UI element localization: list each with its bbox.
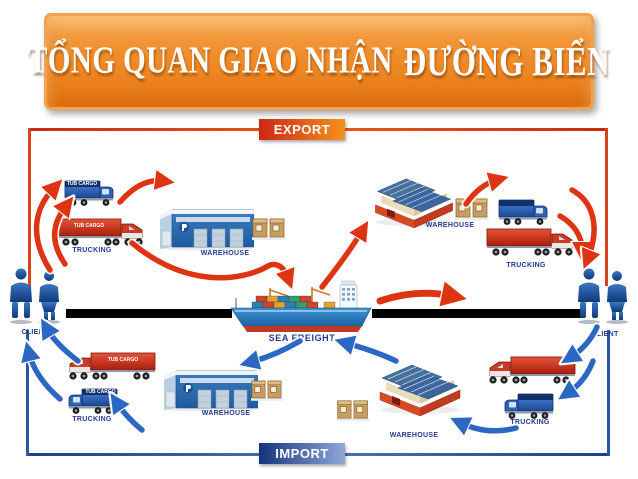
warehouse-bottom-right-icon: [379, 364, 461, 416]
box-truck-bottom-right-icon: [504, 393, 554, 419]
cargo-ship-icon: [230, 280, 372, 332]
truck-brand-text: TUB CARGO: [85, 389, 116, 395]
semi-truck-bottom-right-icon: [489, 356, 576, 384]
truck-brand-text: TUB CARGO: [66, 181, 98, 187]
semi-truck-top-left-icon: [56, 218, 143, 246]
arrow-ship-to-warehouse-bl: [251, 338, 303, 362]
client-right-icon: [578, 268, 628, 324]
sea-freight-label: SEA FREIGHT: [268, 333, 336, 343]
sea-line-right: [372, 309, 583, 318]
cargo-crates-bottom-left-icon: [251, 380, 283, 401]
truck-brand-text: TUB CARGO: [107, 357, 139, 363]
export-frame-left: [28, 128, 31, 286]
warehouse-top-right-icon: [375, 178, 453, 228]
trucking-bottom-left-label: TRUCKING: [72, 416, 112, 423]
cargo-crates-bottom-right-icon: [336, 400, 370, 422]
arrow-warehouse-to-ship-head: [267, 261, 288, 278]
trucking-top-left-label: TRUCKING: [72, 247, 112, 254]
arrow-client-to-truck-1: [33, 188, 54, 273]
warehouse-top-left-label: WAREHOUSE: [200, 250, 250, 257]
box-truck-top-left-icon: [64, 180, 114, 206]
warehouse-bottom-left-icon: [164, 370, 258, 412]
warehouse-top-right-label: WAREHOUSE: [425, 222, 475, 229]
cargo-crates-top-right-icon: [455, 198, 489, 220]
page-title: TỔNG QUAN GIAO NHẬN: [28, 39, 393, 82]
warehouse-top-left-icon: [160, 209, 254, 251]
export-badge: EXPORT: [259, 119, 345, 140]
arrow-warehouse-to-ship-br: [346, 343, 399, 364]
warehouse-bottom-left-label: WAREHOUSE: [201, 410, 251, 417]
trucking-bottom-right-label: TRUCKING: [510, 419, 550, 426]
cargo-crates-top-left-icon: [252, 218, 286, 240]
truck-brand-text: TUB CARGO: [73, 223, 105, 229]
warehouse-bottom-right-label: WAREHOUSE: [389, 432, 439, 439]
box-truck-top-right-icon: [498, 199, 548, 225]
import-frame-right: [607, 330, 610, 456]
trucking-top-right-label: TRUCKING: [506, 262, 546, 269]
semi-truck-bottom-left-icon: [69, 352, 156, 380]
client-left-label: CLIENT: [21, 329, 49, 336]
title-banner: TỔNG QUAN GIAO NHẬN ĐƯỜNG BIỂN: [28, 13, 609, 110]
import-frame-left: [26, 330, 29, 456]
export-frame-right: [605, 128, 608, 286]
arrow-truck-to-client-bl-2: [29, 353, 63, 402]
arrow-ship-outbound: [376, 293, 452, 301]
arrow-truck-to-warehouse: [117, 181, 163, 205]
page-title-emphasis: ĐƯỜNG BIỂN: [403, 37, 610, 84]
client-left-icon: [10, 268, 60, 324]
sea-line-left: [66, 309, 232, 318]
import-badge: IMPORT: [259, 443, 345, 464]
client-right-label: CLIENT: [591, 331, 619, 338]
semi-truck-top-right-icon: [486, 228, 573, 256]
arrow-ship-to-warehouse-right: [319, 231, 362, 290]
